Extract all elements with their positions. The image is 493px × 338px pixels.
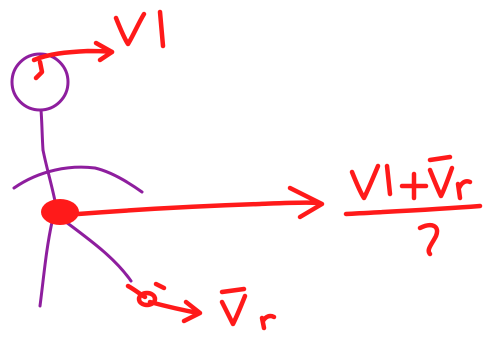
head-velocity-arrow	[31, 40, 115, 81]
label-head-velocity	[113, 9, 166, 49]
fraction-bar	[343, 203, 483, 217]
foot-velocity-arrow	[125, 281, 203, 324]
stick-figure	[10, 52, 144, 308]
center-of-mass-arrow	[41, 185, 325, 225]
figure-right-leg	[64, 220, 133, 283]
figure-torso	[41, 148, 58, 208]
center-of-mass-dot	[41, 199, 79, 225]
label-foot-velocity	[219, 286, 277, 331]
figure-neck	[39, 108, 45, 152]
label-average-velocity	[343, 154, 483, 257]
foot-dot	[136, 290, 158, 308]
figure-arm	[12, 165, 144, 194]
figure-left-leg	[38, 220, 54, 308]
